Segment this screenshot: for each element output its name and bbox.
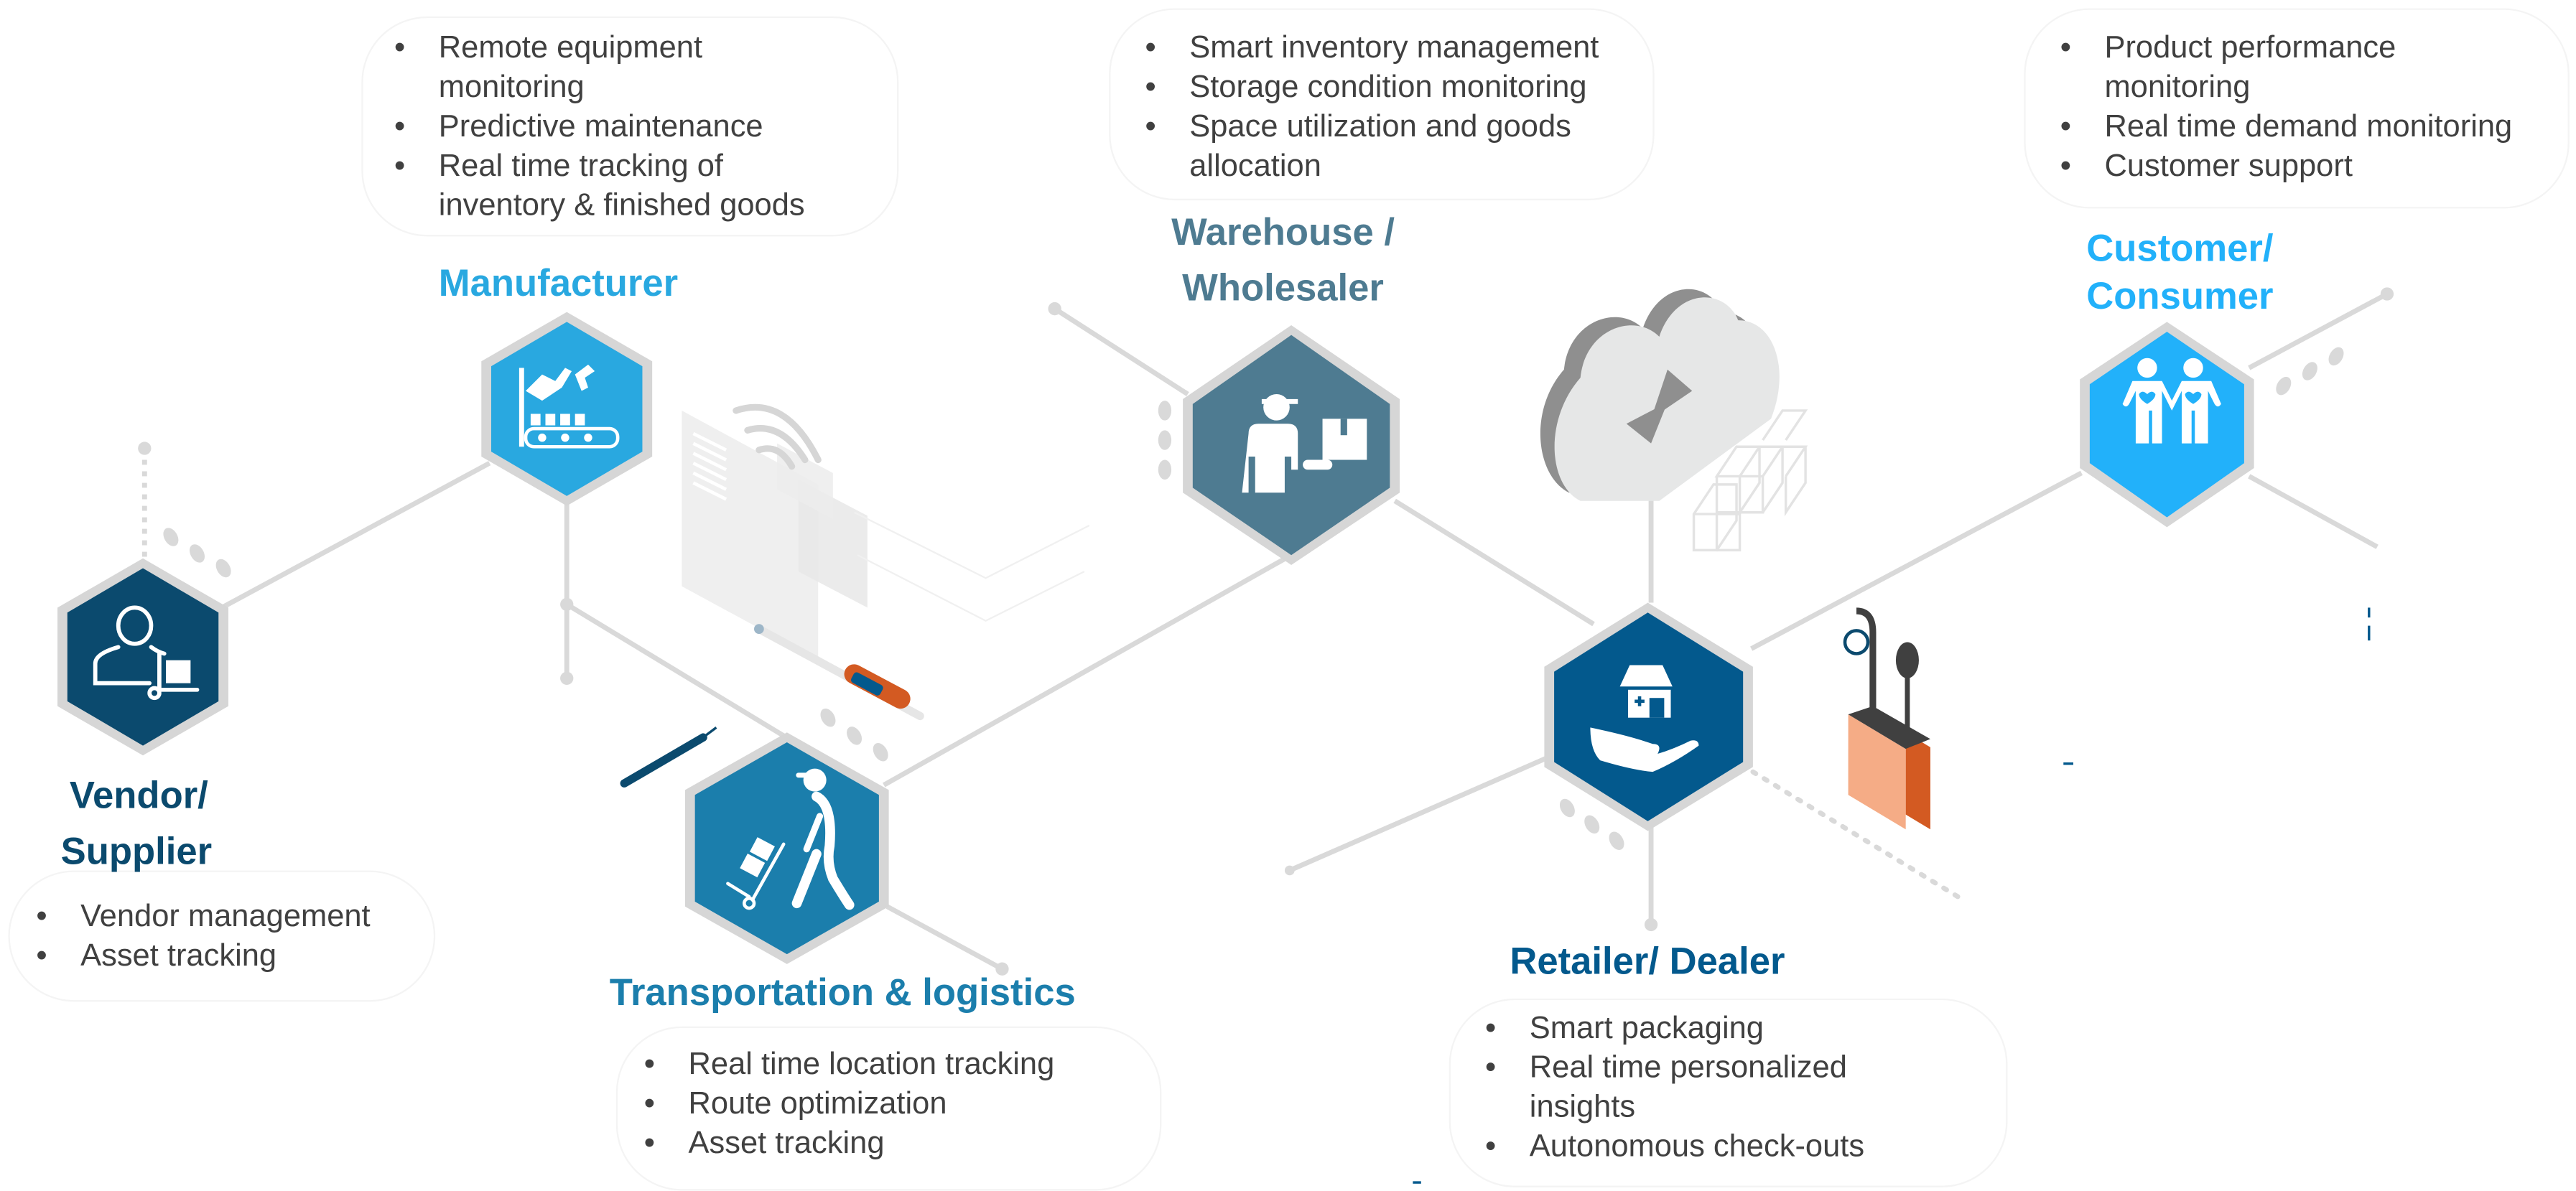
- stage-title-vendor: Vendor/ Supplier: [61, 767, 212, 879]
- card-outline: [361, 16, 899, 237]
- title-line: Vendor/: [69, 773, 208, 816]
- bullet-item: Asset tracking: [644, 1125, 1055, 1164]
- connector-line: [1393, 498, 1595, 627]
- hexagon-vendor[interactable]: [57, 558, 228, 756]
- node-dot: [560, 671, 574, 685]
- connector-line: [220, 461, 491, 610]
- cloud-sync-icon: [1540, 289, 1780, 501]
- title-line: Supplier: [60, 829, 213, 872]
- title-line: Warehouse /: [1171, 210, 1395, 253]
- title-line: Consumer: [2086, 274, 2274, 317]
- card-outline: [2024, 8, 2570, 209]
- two-people-with-hearts-icon: [2122, 358, 2221, 444]
- stray-marks: [1413, 607, 2371, 1184]
- bullet-item: Smart packaging: [1485, 1010, 1864, 1050]
- stage-title-customer: Customer/ Consumer: [2086, 225, 2273, 320]
- bullet-list-warehouse: Smart inventory management Storage condi…: [1145, 29, 1599, 187]
- connector-line: [883, 553, 1293, 788]
- dotted-connector: [1750, 769, 1966, 903]
- connector-nodes: [138, 287, 2394, 976]
- node-dot: [2380, 287, 2394, 301]
- node-dot: [995, 962, 1009, 976]
- card-outline: [615, 1026, 1162, 1191]
- bullet-item: Customer support: [2060, 148, 2513, 187]
- connector-line: [565, 602, 785, 738]
- bullet-item: Storage condition monitoring: [1145, 69, 1599, 108]
- stage-title-retailer: Retailer/ Dealer: [1510, 933, 1785, 989]
- bullet-item: Real time location tracking: [644, 1046, 1055, 1085]
- title-line: Manufacturer: [438, 261, 679, 304]
- stage-title-manufacturer: Manufacturer: [439, 255, 678, 311]
- bullet-list-retailer: Smart packaging Real time personalizedin…: [1485, 1010, 1864, 1168]
- bullet-item: Autonomous check-outs: [1485, 1129, 1864, 1168]
- bullet-item: Route optimization: [644, 1085, 1055, 1125]
- digital-thermometer-icon: [754, 624, 924, 721]
- bullet-list-transportation: Real time location tracking Route optimi…: [644, 1046, 1055, 1164]
- bullet-item: Predictive maintenance: [394, 108, 805, 148]
- delivery-person-hand-truck-icon: [726, 768, 855, 910]
- title-line: Wholesaler: [1182, 266, 1384, 309]
- node-dot: [1048, 302, 1061, 316]
- supplier-with-hand-truck-icon: [93, 605, 200, 701]
- bullet-item: Vendor management: [36, 898, 370, 938]
- stage-title-transportation: Transportation & logistics: [610, 964, 1076, 1020]
- smart-shopping-bag-icon: [1843, 607, 1930, 830]
- store-in-hand-icon: [1590, 665, 1699, 772]
- node-dot: [1284, 865, 1295, 876]
- title-line: Customer/: [2086, 226, 2274, 270]
- connector-line: [2248, 474, 2379, 549]
- connector-line: [2248, 291, 2389, 370]
- hexagon-transportation[interactable]: [684, 732, 889, 964]
- hexagon-manufacturer[interactable]: [481, 312, 653, 506]
- bullet-list-vendor: Vendor management Asset tracking: [36, 898, 370, 977]
- worker-holding-box-icon: [1242, 394, 1367, 493]
- card-outline: [1109, 8, 1655, 201]
- connector-line: [1750, 470, 2083, 651]
- stacked-boxes-icon: [1692, 409, 1808, 552]
- connector-line: [885, 904, 1004, 971]
- hexagon-retailer[interactable]: [1544, 602, 1753, 831]
- bullet-item: Smart inventory management: [1145, 29, 1599, 69]
- rfid-scan-panel-icon: [682, 403, 1090, 660]
- title-line: Transportation & logistics: [609, 970, 1076, 1014]
- card-outline: [8, 870, 436, 1002]
- bullet-item: Real time demand monitoring: [2060, 108, 2513, 148]
- node-dot: [138, 442, 152, 455]
- pen-icon: [620, 727, 717, 788]
- connector-lines: [141, 291, 2389, 971]
- bullet-item: Asset tracking: [36, 938, 370, 977]
- node-dot: [1644, 917, 1658, 932]
- hexagon-warehouse[interactable]: [1183, 324, 1400, 565]
- title-line: Retailer/ Dealer: [1510, 939, 1785, 983]
- connector-line: [1053, 307, 1189, 396]
- stage-title-warehouse: Warehouse / Wholesaler: [1171, 204, 1395, 316]
- robotic-arm-conveyor-icon: [519, 364, 620, 449]
- node-dot: [560, 597, 574, 611]
- connector-line: [1288, 753, 1554, 873]
- hexagon-customer[interactable]: [2080, 322, 2254, 528]
- card-outline: [1449, 998, 2008, 1187]
